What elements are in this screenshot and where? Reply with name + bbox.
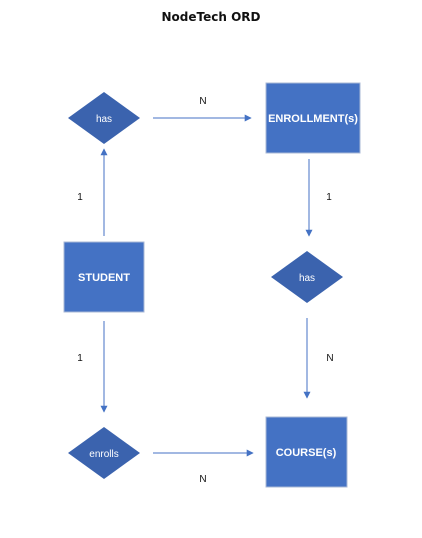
entity-student-label: STUDENT <box>78 272 130 284</box>
entity-enrollments-label: ENROLLMENT(s) <box>268 113 358 125</box>
cardinality-student-to-enrolls: 1 <box>77 353 83 364</box>
diagram-title: NodeTech ORD <box>161 10 261 24</box>
entity-courses-box <box>265 416 348 488</box>
relationship-student-enrolls-label: enrolls <box>89 449 118 460</box>
relationship-enrollment-has-diamond <box>271 251 343 303</box>
relationship-student-has-label: has <box>96 114 112 125</box>
cardinality-has-to-courses: N <box>326 353 333 364</box>
cardinality-student-to-has: 1 <box>77 192 83 203</box>
relationship-student-has-diamond <box>68 92 140 144</box>
relationship-student-enrolls-diamond <box>68 427 140 479</box>
entity-courses-label: COURSE(s) <box>276 447 337 459</box>
entity-enrollments-box <box>265 82 361 154</box>
cardinality-has-to-enrollments: N <box>199 96 206 107</box>
cardinality-enrolls-to-courses: N <box>199 474 206 485</box>
cardinality-enrollments-to-has: 1 <box>326 192 332 203</box>
relationship-enrollment-has-label: has <box>299 273 315 284</box>
entity-student-box <box>63 241 145 313</box>
